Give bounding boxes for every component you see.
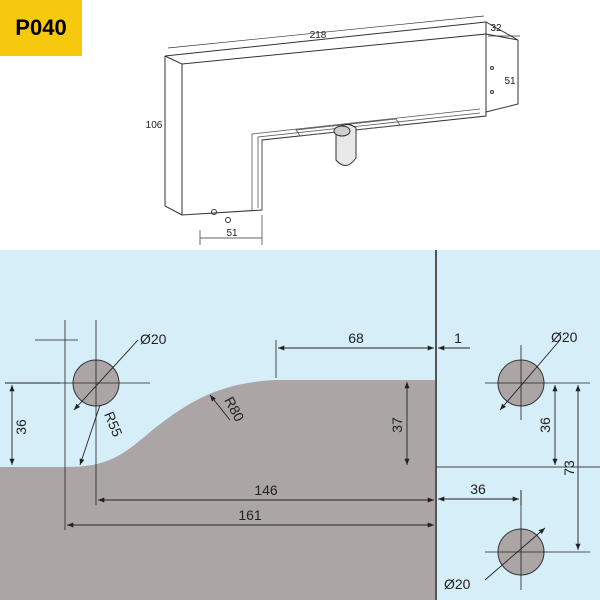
- plan-view: Ø20 Ø20 Ø20 R55 R80 68 1 36 37 36 73 146…: [0, 250, 600, 600]
- iso-left-side: [164, 56, 183, 216]
- isometric-view: [164, 21, 519, 223]
- iso-screw-4: [490, 90, 494, 94]
- iso-left-face: [181, 34, 487, 216]
- leader-left-dia: [73, 339, 139, 411]
- product-code-badge: P040: [0, 0, 82, 56]
- dim-37-label: 37: [389, 417, 405, 433]
- leader-r80: [209, 394, 231, 421]
- leader-r55: [79, 404, 101, 466]
- iso-right-block: [485, 33, 519, 113]
- fitting-body: [0, 380, 436, 600]
- iso-slot: [295, 118, 401, 137]
- iso-screw-3: [490, 66, 494, 70]
- left-hole-diameter: Ø20: [140, 331, 167, 347]
- iso-width-label: 218: [310, 30, 327, 41]
- iso-depth-label: 32: [490, 23, 502, 34]
- iso-right-height-label: 51: [504, 76, 516, 87]
- dim-1-label: 1: [454, 330, 462, 346]
- iso-foot-width-label: 51: [226, 228, 238, 239]
- iso-height-label: 106: [146, 120, 163, 131]
- right-bottom-hole-diameter: Ø20: [444, 576, 471, 592]
- iso-screw-1: [211, 209, 217, 215]
- iso-screw-2: [225, 217, 231, 223]
- dim-68-label: 68: [348, 330, 364, 346]
- dim-146-label: 146: [254, 482, 278, 498]
- right-top-hole-diameter: Ø20: [551, 329, 578, 345]
- iso-back-top-edge: [164, 21, 519, 57]
- iso-inner-channel: [251, 108, 481, 210]
- leader-right-top-dia: [499, 339, 561, 411]
- iso-knob-top: [333, 125, 351, 137]
- leader-right-bottom-dia: [484, 527, 546, 581]
- iso-front-top-edge: [164, 22, 487, 65]
- product-code: P040: [15, 15, 67, 40]
- iso-dimensions: [164, 15, 520, 245]
- dim-36-right-label: 36: [537, 417, 553, 433]
- dim-36-left-label: 36: [13, 419, 29, 435]
- dim-161-label: 161: [238, 507, 262, 523]
- dim-36-bottom-label: 36: [470, 481, 486, 497]
- dim-73-label: 73: [561, 460, 577, 476]
